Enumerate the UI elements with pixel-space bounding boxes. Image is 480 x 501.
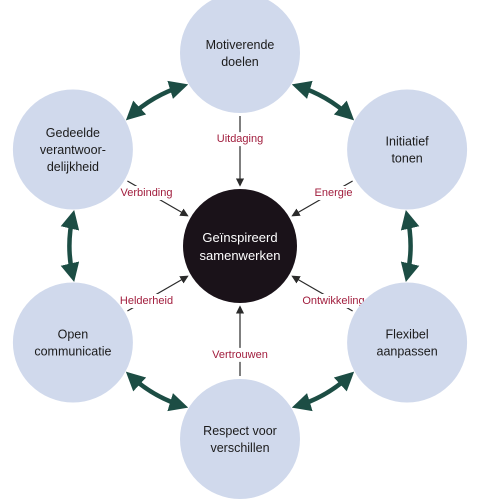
edge-label-uitdaging: Uitdaging [217,133,263,145]
edge-label-background [209,347,271,362]
edge-label-verbinding: Verbinding [121,187,173,199]
ring-arrow-bottom-right-bottom [291,371,355,412]
node-label-line: Gedeelde [46,126,100,140]
edge-label-background [116,294,177,308]
node-label-line: communicatie [34,345,111,359]
node-label-line: verantwoor- [40,143,106,157]
node-bottom: Respect voor verschillen [180,379,300,499]
edge-label-background [311,186,356,200]
edge-label-energie: Energie [315,187,353,199]
center-label-line: Geïnspireerd [202,230,277,245]
node-top: Motiverende doelen [180,0,300,113]
node-circle [12,282,133,403]
ring-arrow-bottom-bottom-left [125,371,189,412]
node-label-line: aanpassen [377,345,438,359]
node-top-right: Initiatief tonen [347,89,468,210]
node-circle [180,379,300,499]
center-circle [183,189,297,303]
node-label-line: Flexibel [386,328,429,342]
node-bottom-right: Flexibel aanpassen [347,282,468,403]
node-circle [347,89,468,210]
node-circle [347,282,468,403]
edge-label-background [299,294,368,308]
ring-arrow-top-right-bottom-right [400,209,420,283]
node-label-line: delijkheid [47,160,99,174]
edge-label-background [117,186,176,200]
node-circle [180,0,300,113]
node-label-line: Initiatief [386,135,430,149]
ring-arrow-top-left-top [125,80,189,121]
ring-arrow-top-top-right [291,80,355,121]
node-label-line: tonen [391,152,422,166]
node-label-line: Open [58,328,89,342]
node-top-left: Gedeelde verantwoor-delijkheid [12,89,133,210]
edge-label-ontwikkeling: Ontwikkeling [302,295,364,307]
node-circle [12,89,133,210]
node-bottom-left: Open communicatie [12,282,133,403]
edge-label-background [213,132,267,147]
node-label-line: Motiverende [206,38,275,52]
center-label-line: samenwerken [200,248,281,263]
node-label-line: doelen [221,55,259,69]
center-node: Geïnspireerd samenwerken [183,189,297,303]
ring-arrow-bottom-left-top-left [60,209,80,283]
node-label-line: verschillen [210,441,269,455]
edge-label-vertrouwen: Vertrouwen [212,349,268,361]
node-label-line: Respect voor [203,424,277,438]
edge-label-helderheid: Helderheid [120,295,173,307]
